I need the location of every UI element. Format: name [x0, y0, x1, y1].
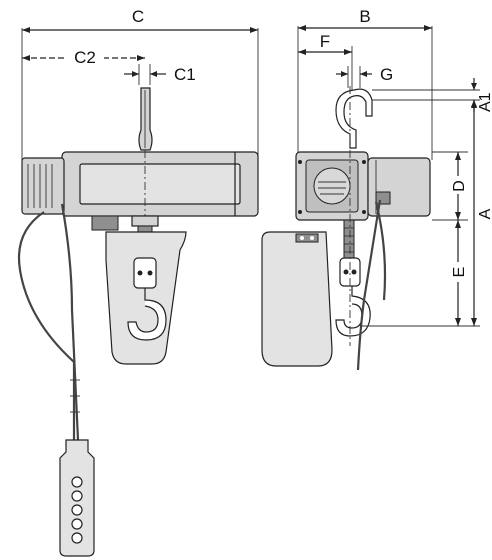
label-a: A	[477, 208, 492, 219]
label-c2: C2	[74, 48, 96, 67]
chain-bag	[105, 231, 187, 365]
dimension-d: D	[448, 152, 468, 220]
label-d: D	[451, 180, 468, 192]
label-f: F	[320, 32, 330, 51]
front-view: C C2 C1	[18, 7, 259, 557]
dimension-g: G	[336, 65, 393, 88]
pendant-button-4	[71, 518, 83, 530]
label-a1: A1	[477, 92, 492, 112]
pendant-button-3	[71, 504, 83, 516]
control-cable-side	[356, 199, 382, 371]
label-e: E	[451, 267, 468, 278]
side-view: B F G	[261, 7, 492, 371]
dimension-c2: C2	[22, 46, 145, 67]
pendant-button-5	[71, 532, 83, 544]
dimension-c1: C1	[124, 64, 196, 85]
pendant-button-2	[71, 490, 83, 502]
label-c1: C1	[174, 65, 196, 84]
load-chain-side	[343, 219, 355, 261]
label-g: G	[380, 65, 393, 84]
control-cable-right	[60, 203, 80, 441]
chain-bag-side	[261, 231, 333, 367]
label-c: C	[132, 7, 144, 26]
dimension-b: B	[297, 7, 433, 160]
dimension-c: C	[21, 7, 259, 160]
pendant-button-1	[71, 476, 83, 488]
dimension-a: A	[471, 100, 492, 326]
dimension-f: F	[298, 32, 353, 90]
label-b: B	[359, 7, 370, 26]
suspension-hook	[138, 87, 153, 151]
suspension-hook-side	[335, 88, 373, 149]
load-hook	[127, 288, 167, 341]
dimension-e: E	[448, 220, 468, 326]
control-cable-left	[18, 211, 76, 440]
